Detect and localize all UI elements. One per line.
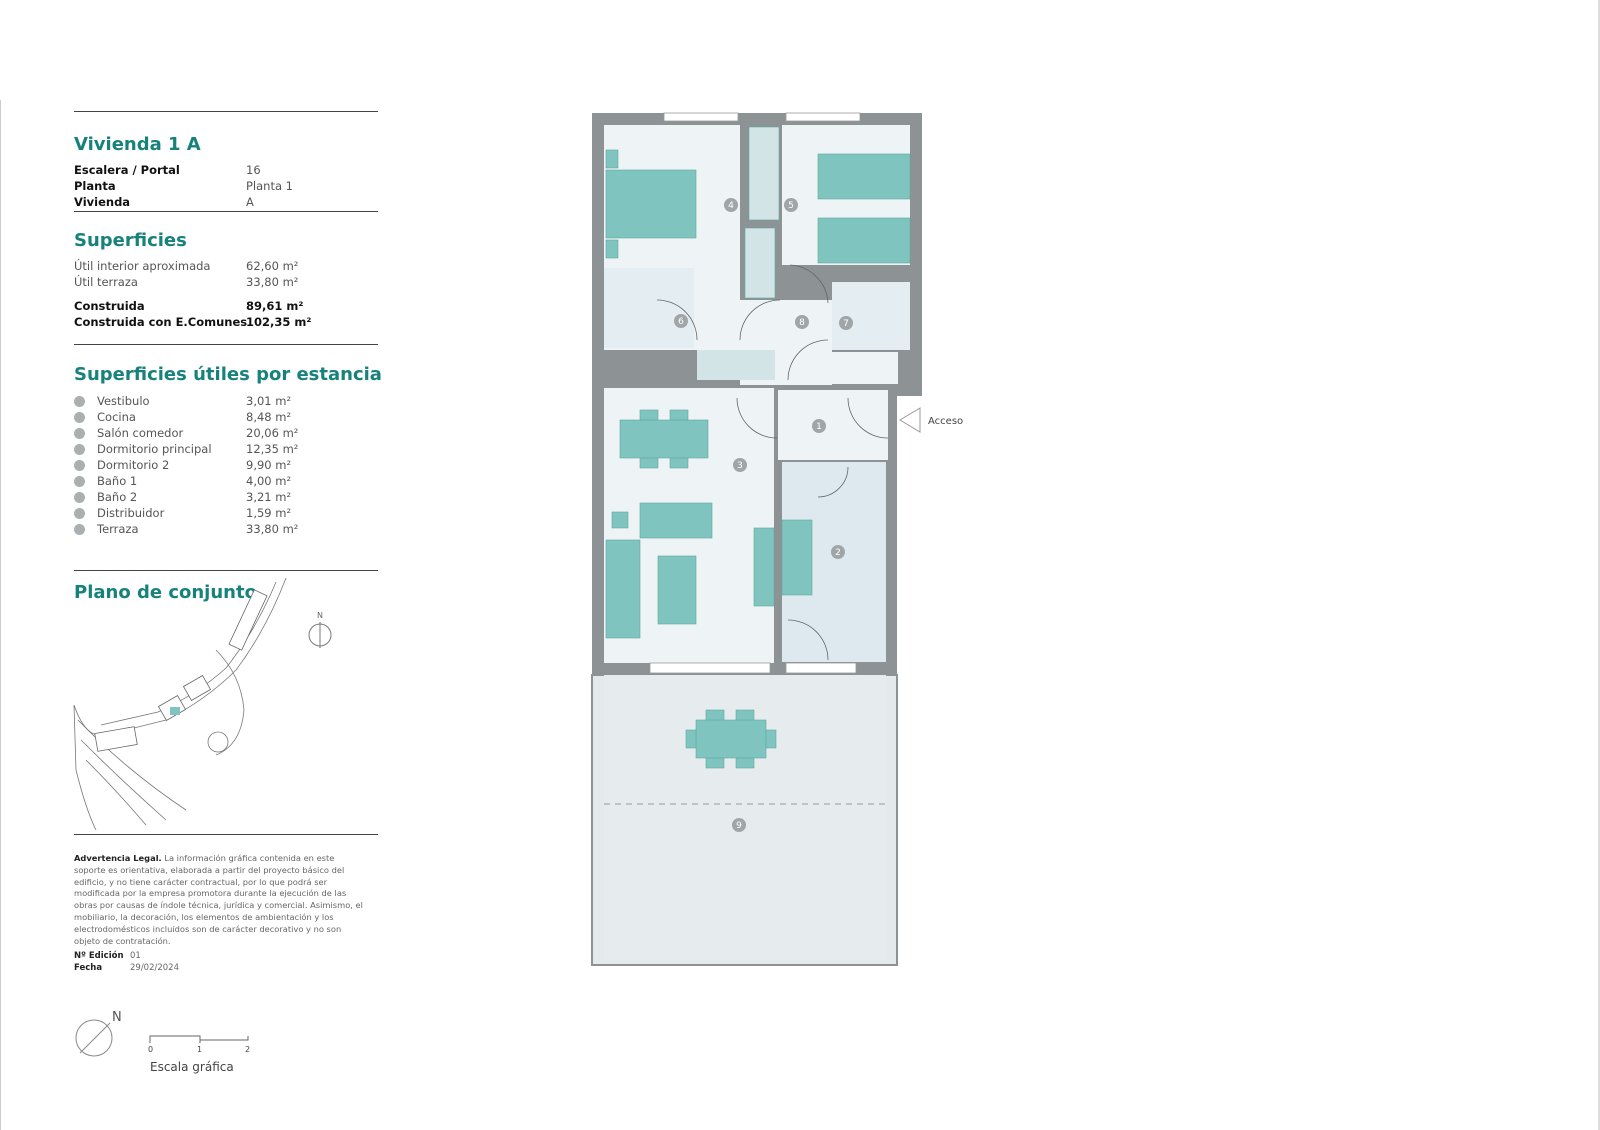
- room-number-badge: [74, 476, 85, 487]
- north-arrow-icon: [308, 622, 332, 648]
- divider: [74, 211, 378, 212]
- north-label: N: [317, 611, 323, 620]
- divider: [74, 111, 378, 112]
- room-name: Baño 2: [97, 490, 138, 504]
- room-number: 6: [678, 317, 684, 327]
- legal-notice: Advertencia Legal. La información gráfic…: [74, 853, 364, 947]
- room-area: 8,48 m²: [246, 410, 292, 424]
- site-plan: N: [73, 577, 332, 831]
- room-name: Terraza: [97, 522, 139, 536]
- legal-title: Advertencia Legal.: [74, 853, 162, 863]
- room-number-marker: [839, 316, 853, 330]
- page-edge: [0, 100, 1, 1130]
- room-number-marker: [732, 818, 746, 832]
- room-number-badge: [74, 428, 85, 439]
- room-number: 8: [799, 318, 805, 328]
- room-name: Salón comedor: [97, 426, 184, 440]
- scale-tick: 1: [197, 1045, 202, 1054]
- legal-text: La información gráfica contenida en este…: [74, 853, 363, 946]
- scale-bar: [149, 1035, 249, 1043]
- room-number-badge: [74, 396, 85, 407]
- section-title: Superficies: [74, 230, 187, 251]
- walls: [592, 380, 897, 675]
- divider: [74, 834, 378, 835]
- room-number: 4: [728, 201, 734, 211]
- room-area: 3,01 m²: [246, 394, 292, 408]
- north-label: N: [112, 1010, 122, 1025]
- room-number: 1: [816, 422, 822, 432]
- room-number-marker: [733, 458, 747, 472]
- room-number: 2: [835, 548, 841, 558]
- divider: [74, 344, 378, 345]
- door-swings: [656, 264, 889, 661]
- room-name: Baño 1: [97, 474, 138, 488]
- room-number-marker: [724, 198, 738, 212]
- north-compass-icon: [75, 1019, 113, 1057]
- rooms: [604, 125, 910, 663]
- room-area: 9,90 m²: [246, 458, 292, 472]
- room-number-badge: [74, 412, 85, 423]
- terrace-floor: [604, 675, 886, 960]
- scale-label: Escala gráfica: [150, 1060, 234, 1074]
- page-title: Vivienda 1 A: [74, 134, 201, 155]
- room-name: Cocina: [97, 410, 136, 424]
- room-number-badge: [74, 444, 85, 455]
- scale-tick: 0: [148, 1045, 153, 1054]
- room-number-marker: [784, 198, 798, 212]
- scale-compass: N 0 1 2 Escala gráfica: [75, 1010, 250, 1074]
- room-number: 9: [736, 821, 742, 831]
- room-area: 33,80 m²: [246, 522, 299, 536]
- access-arrow-icon: [899, 407, 921, 433]
- unit-highlight: [170, 707, 180, 715]
- page-edge: [1598, 0, 1600, 1130]
- windows: [649, 112, 861, 674]
- room-name: Dormitorio 2: [97, 458, 170, 472]
- room-number-badge: [74, 460, 85, 471]
- room-area: 20,06 m²: [246, 426, 299, 440]
- access-label: Acceso: [928, 416, 963, 427]
- room-number-badge: [74, 492, 85, 503]
- section-title: Superficies útiles por estancia: [74, 364, 382, 385]
- room-number: 7: [843, 319, 849, 329]
- room-name: Vestibulo: [97, 394, 150, 408]
- scale-tick: 2: [245, 1045, 250, 1054]
- room-number: 5: [788, 201, 794, 211]
- room-name: Dormitorio principal: [97, 442, 212, 456]
- room-number: 3: [737, 461, 743, 471]
- room-area: 12,35 m²: [246, 442, 299, 456]
- room-number-badge: [74, 508, 85, 519]
- room-number-marker: [795, 315, 809, 329]
- room-number-marker: [812, 419, 826, 433]
- room-area: 4,00 m²: [246, 474, 292, 488]
- walls: [592, 113, 922, 396]
- room-name: Distribuidor: [97, 506, 165, 520]
- terrace: [591, 674, 898, 966]
- room-number-marker: [831, 545, 845, 559]
- section-title: Plano de conjunto: [74, 582, 257, 603]
- room-area: 1,59 m²: [246, 506, 292, 520]
- room-number-marker: [674, 314, 688, 328]
- divider: [74, 570, 378, 571]
- room-area: 3,21 m²: [246, 490, 292, 504]
- room-number-badge: [74, 524, 85, 535]
- furniture: [605, 126, 911, 769]
